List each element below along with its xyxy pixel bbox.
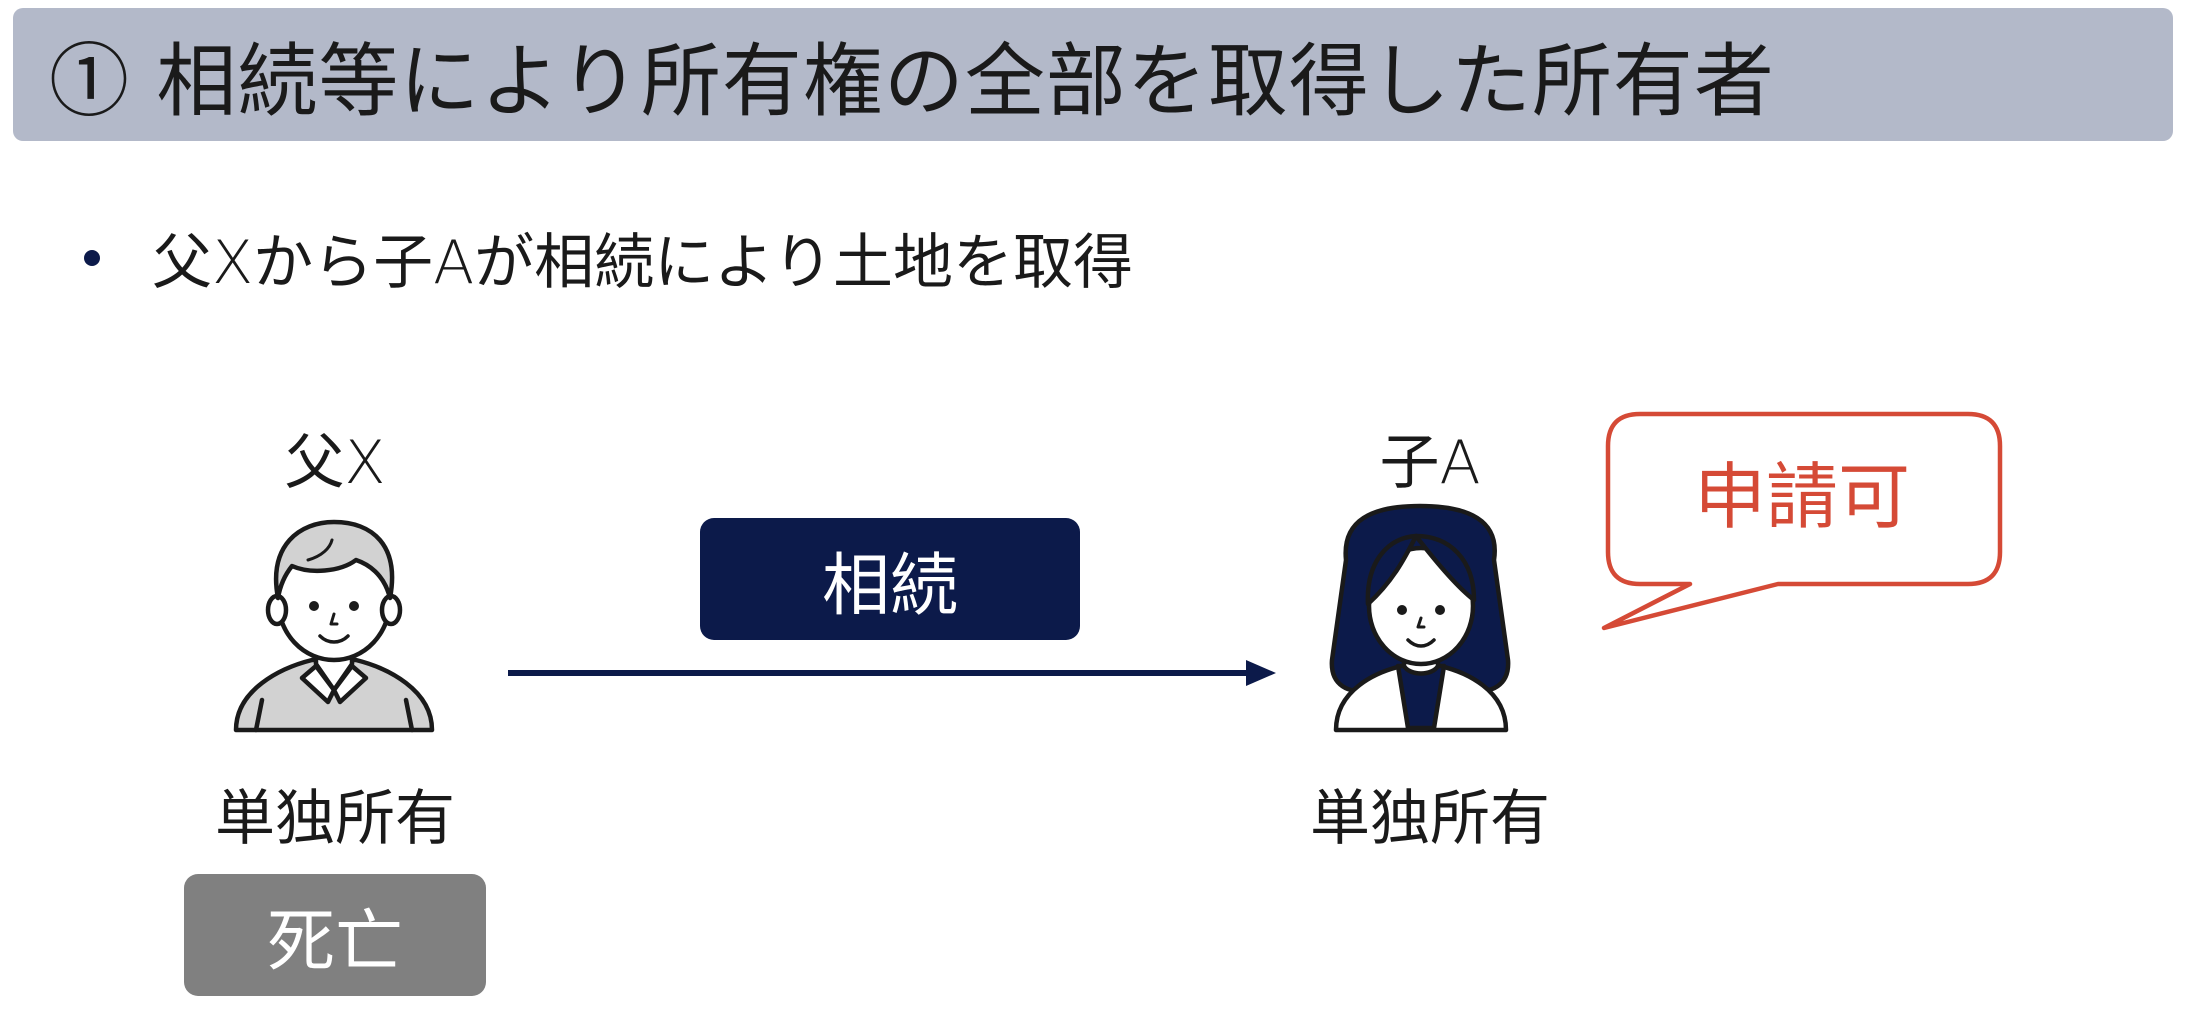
- bullet-text: 父Xから子Aが相続により土地を取得: [152, 228, 1133, 298]
- father-status-label: 単独所有: [215, 784, 455, 854]
- child-name-label: 子A: [1379, 428, 1481, 498]
- bullet-dot: [84, 249, 100, 266]
- inheritance-label-box: 相続: [700, 518, 1080, 640]
- page-title: ① 相続等により所有権の全部を取得した所有者: [49, 34, 1775, 128]
- father-name-label: 父X: [284, 428, 386, 498]
- speech-bubble-icon: [1601, 411, 2003, 631]
- bullet-item: 父Xから子Aが相続により土地を取得: [84, 214, 1133, 301]
- death-badge: 死亡: [184, 874, 486, 996]
- speech-bubble-text: 申請可: [1693, 454, 1910, 539]
- woman-icon: [1329, 503, 1511, 733]
- title-bar: ① 相続等により所有権の全部を取得した所有者: [13, 8, 2173, 141]
- arrow-right-icon: [508, 660, 1276, 686]
- elderly-man-icon: [233, 519, 435, 733]
- child-status-label: 単独所有: [1310, 784, 1550, 854]
